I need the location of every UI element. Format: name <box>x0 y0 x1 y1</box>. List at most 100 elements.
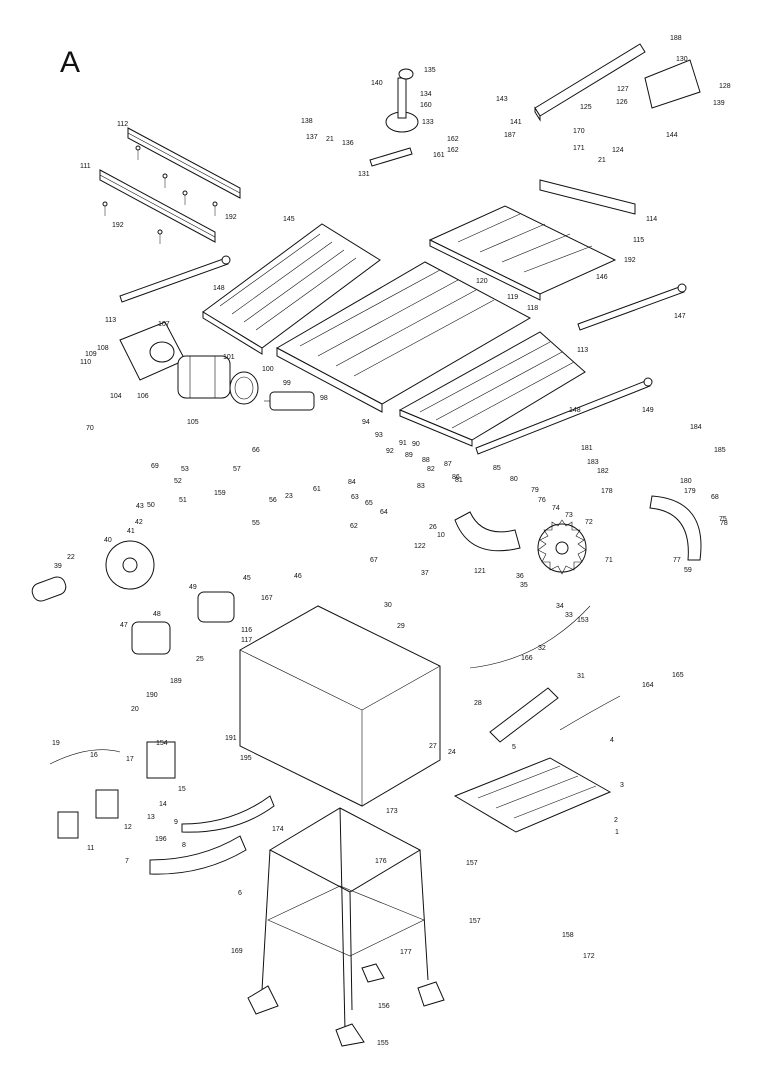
callout-64: 64 <box>380 509 388 516</box>
callout-23: 23 <box>285 493 293 500</box>
callout-161: 161 <box>433 152 445 159</box>
callout-173: 173 <box>386 808 398 815</box>
callout-183: 183 <box>587 459 599 466</box>
saw-blade-72 <box>537 519 587 575</box>
callout-68: 68 <box>711 494 719 501</box>
callout-101: 101 <box>223 354 235 361</box>
callout-117: 117 <box>241 637 253 644</box>
callout-11: 11 <box>87 845 95 852</box>
callout-164: 164 <box>642 682 654 689</box>
base-plate-3 <box>453 757 612 833</box>
callout-69: 69 <box>151 463 159 470</box>
stand-174 <box>261 807 429 1031</box>
callout-5: 5 <box>512 744 516 751</box>
callout-191: 191 <box>225 735 237 742</box>
callout-111: 111 <box>80 163 91 170</box>
callout-157: 157 <box>466 860 478 867</box>
main-table-120 <box>275 261 532 413</box>
callout-14: 14 <box>159 801 167 808</box>
callout-21: 21 <box>598 157 606 164</box>
callout-189: 189 <box>170 678 182 685</box>
callout-115: 115 <box>633 237 645 244</box>
callout-63: 63 <box>351 494 359 501</box>
callout-100: 100 <box>262 366 274 373</box>
callout-57: 57 <box>233 466 241 473</box>
callout-76: 76 <box>538 497 546 504</box>
callout-87: 87 <box>444 461 452 468</box>
bevel-scale-6 <box>149 835 247 875</box>
callout-190: 190 <box>146 692 158 699</box>
callout-81: 81 <box>455 477 463 484</box>
callout-113: 113 <box>105 317 117 324</box>
callout-119: 119 <box>507 294 519 301</box>
callout-162: 162 <box>447 136 459 143</box>
callout-124: 124 <box>612 147 624 154</box>
gear-40 <box>105 540 155 590</box>
callout-66: 66 <box>252 447 260 454</box>
callout-41: 41 <box>127 528 135 535</box>
callout-192: 192 <box>624 257 636 264</box>
callout-35: 35 <box>520 582 528 589</box>
callout-51: 51 <box>179 497 187 504</box>
callout-91: 91 <box>399 440 407 447</box>
callout-74: 74 <box>552 505 560 512</box>
callout-113: 113 <box>577 347 589 354</box>
callout-196: 196 <box>155 836 167 843</box>
callout-120: 120 <box>476 278 488 285</box>
extension-wing-146 <box>428 205 617 301</box>
callout-90: 90 <box>412 441 420 448</box>
callout-16: 16 <box>90 752 98 759</box>
callout-188: 188 <box>670 35 682 42</box>
callout-195: 195 <box>240 755 252 762</box>
callout-56: 56 <box>269 497 277 504</box>
callout-176: 176 <box>375 858 387 865</box>
callout-130: 130 <box>676 56 688 63</box>
callout-27: 27 <box>429 743 437 750</box>
callout-153: 153 <box>577 617 589 624</box>
callout-73: 73 <box>565 512 573 519</box>
callout-139: 139 <box>713 100 725 107</box>
callout-92: 92 <box>386 448 394 455</box>
callout-133: 133 <box>422 119 434 126</box>
support-arm-149 <box>475 377 653 455</box>
callout-184: 184 <box>690 424 702 431</box>
callout-107: 107 <box>158 321 170 328</box>
callout-79: 79 <box>531 487 539 494</box>
fence-head-128 <box>644 59 701 109</box>
callout-143: 143 <box>496 96 508 103</box>
callout-93: 93 <box>375 432 383 439</box>
callout-114: 114 <box>646 216 658 223</box>
callout-42: 42 <box>135 519 143 526</box>
callout-4: 4 <box>610 737 614 744</box>
callout-112: 112 <box>117 121 129 128</box>
callout-156: 156 <box>378 1003 390 1010</box>
callout-105: 105 <box>187 419 199 426</box>
armature-98 <box>264 391 315 411</box>
callout-59: 59 <box>684 567 692 574</box>
ring-100 <box>229 371 259 405</box>
callout-165: 165 <box>672 672 684 679</box>
extension-wing-145 <box>202 223 381 355</box>
sheet-letter: A <box>60 46 81 79</box>
callout-192: 192 <box>112 222 124 229</box>
callout-144: 144 <box>666 132 678 139</box>
callout-75: 75 <box>719 516 727 523</box>
callout-8: 8 <box>182 842 186 849</box>
callout-148: 148 <box>213 285 225 292</box>
motor-101 <box>177 355 231 399</box>
callout-157: 157 <box>469 918 481 925</box>
guard-80 <box>454 511 521 552</box>
callout-78: 78 <box>720 520 728 527</box>
callout-80: 80 <box>510 476 518 483</box>
callout-180: 180 <box>680 478 692 485</box>
callout-47: 47 <box>120 622 128 629</box>
callout-84: 84 <box>348 479 356 486</box>
callout-166: 166 <box>521 655 533 662</box>
callout-121: 121 <box>474 568 486 575</box>
callout-28: 28 <box>474 700 482 707</box>
callout-174: 174 <box>272 826 284 833</box>
callout-83: 83 <box>417 483 425 490</box>
switch-12 <box>95 789 119 819</box>
callout-46: 46 <box>294 573 302 580</box>
